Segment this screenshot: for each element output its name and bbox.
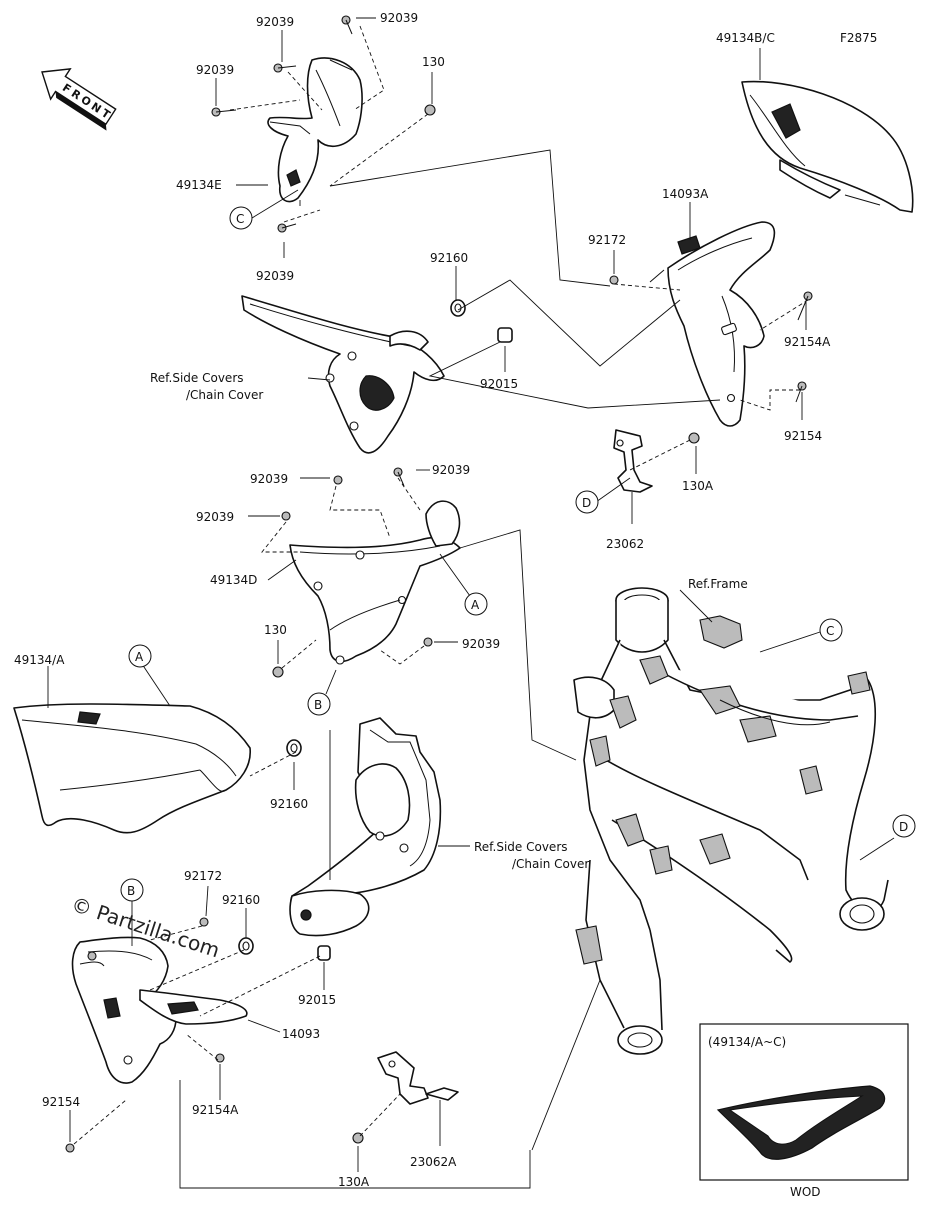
ref-side-covers-2a: Ref.Side Covers [474, 840, 568, 854]
callout-b-1: B [314, 698, 322, 712]
label-23062: 23062 [606, 537, 644, 551]
figure-code: F2875 [840, 31, 877, 45]
part-labels: 92039 92039 92039 130 49134E 92039 49134… [14, 11, 831, 1189]
label-92039-h: 92039 [462, 637, 500, 651]
inner-cover-49134d [289, 500, 461, 665]
bolt-130-2 [272, 666, 284, 678]
label-92154-b: 92154 [42, 1095, 80, 1109]
bolt-92039-3 [211, 107, 237, 117]
label-49134a: 49134/A [14, 653, 65, 667]
label-92154a-a: 92154A [784, 335, 831, 349]
bolt-92039-1 [341, 15, 353, 35]
center-inner-panel [289, 717, 442, 937]
label-49134bc: 49134B/C [716, 31, 775, 45]
bolt-92039-7 [281, 511, 291, 521]
bolt-130a-1 [688, 432, 700, 444]
bolt-130 [424, 104, 436, 116]
screw-92172-2 [199, 917, 209, 927]
callout-c-1: C [236, 212, 244, 226]
callout-d-1: D [582, 496, 591, 510]
bolt-92154-1 [795, 381, 807, 403]
reference-labels: Ref.Side Covers /Chain Cover Ref.Side Co… [150, 371, 748, 871]
label-23062a: 23062A [410, 1155, 457, 1169]
callout-b-2: B [127, 884, 135, 898]
inner-panel-14093a [649, 221, 776, 427]
label-92160-a: 92160 [430, 251, 468, 265]
label-14093a: 14093A [662, 187, 709, 201]
label-92160-b: 92160 [270, 797, 308, 811]
label-92172-b: 92172 [184, 869, 222, 883]
ref-side-covers-1a: Ref.Side Covers [150, 371, 244, 385]
lower-cowl-14093 [71, 936, 248, 1084]
ref-side-covers-1b: /Chain Cover [186, 388, 263, 402]
label-130-b: 130 [264, 623, 287, 637]
inset-caption: WOD [790, 1185, 821, 1199]
label-92015-a: 92015 [480, 377, 518, 391]
leader-lines [47, 17, 895, 1189]
bolt-92039-4 [277, 223, 297, 233]
ref-side-covers-2b: /Chain Cover [512, 857, 589, 871]
label-92039-a: 92039 [256, 15, 294, 29]
inner-cover-49134e [267, 57, 363, 203]
bolt-92154a-1 [797, 291, 813, 321]
callout-a-1: A [471, 598, 480, 612]
label-92039-b: 92039 [380, 11, 418, 25]
screw-92172-1 [609, 275, 619, 285]
label-92154a-b: 92154A [192, 1103, 239, 1117]
bolt-92154a-2 [215, 1053, 225, 1063]
label-130a-b: 130A [338, 1175, 370, 1189]
callout-c-2: C [826, 624, 834, 638]
bolt-92039-8 [423, 637, 433, 647]
bolt-92039-5 [333, 475, 343, 485]
ref-frame: Ref.Frame [688, 577, 748, 591]
label-92160-c: 92160 [222, 893, 260, 907]
upper-cowl-49134bc [741, 80, 914, 213]
label-92039-e: 92039 [250, 472, 288, 486]
label-14093: 14093 [282, 1027, 320, 1041]
collar-92015-1 [497, 327, 513, 343]
frame-ref [573, 587, 889, 1055]
label-92039-g: 92039 [196, 510, 234, 524]
bolt-92154-2 [65, 1143, 75, 1153]
label-92039-d: 92039 [256, 269, 294, 283]
side-panel-upper [241, 295, 445, 454]
label-130a-a: 130A [682, 479, 714, 493]
callouts: C A B A D C D B [120, 206, 916, 902]
variant-inset: (49134/A~C) WOD [699, 1023, 909, 1199]
label-49134e: 49134E [176, 178, 222, 192]
label-92015-b: 92015 [298, 993, 336, 1007]
bolt-92039-6 [393, 467, 405, 487]
bracket-23062a [377, 1051, 459, 1105]
label-92039-f: 92039 [432, 463, 470, 477]
callout-a-2: A [135, 650, 144, 664]
label-49134d: 49134D [210, 573, 257, 587]
inset-label: (49134/A~C) [708, 1035, 786, 1049]
label-92172-a: 92172 [588, 233, 626, 247]
side-fairing-49134a [13, 703, 251, 834]
label-130-a: 130 [422, 55, 445, 69]
grommet-92160-2 [286, 739, 302, 757]
collar-92015-2 [317, 945, 331, 961]
front-arrow-icon: FRONT [41, 68, 117, 131]
bracket-23062 [613, 429, 653, 493]
label-92154-a: 92154 [784, 429, 822, 443]
grommet-92160-1 [450, 299, 466, 317]
label-92039-c: 92039 [196, 63, 234, 77]
callout-d-2: D [899, 820, 908, 834]
bolt-92039-2 [273, 63, 297, 73]
